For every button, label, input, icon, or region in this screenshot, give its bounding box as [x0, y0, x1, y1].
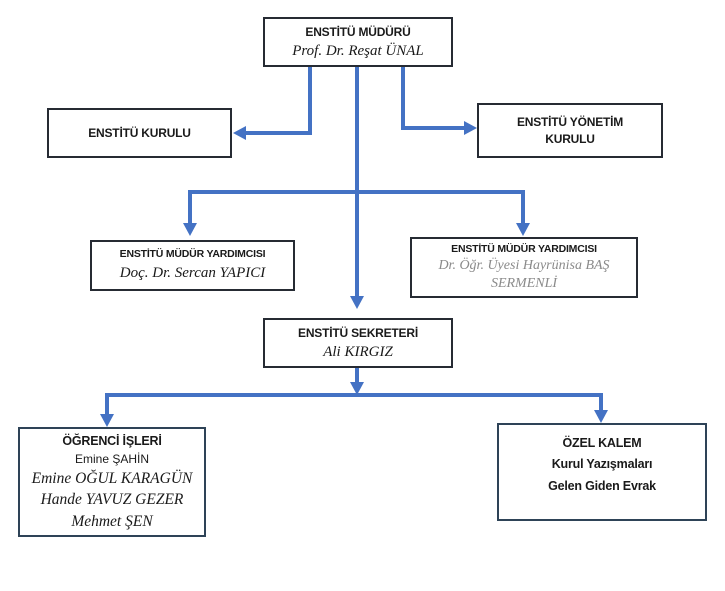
connector-center-trunk: [355, 67, 359, 296]
deputy-right-name: Dr. Öğr. Üyesi Hayrünisa BAŞ SERMENLİ: [438, 258, 610, 291]
arrowhead-to-institute-board-icon: [233, 126, 246, 140]
arrowhead-to-secretary-icon: [350, 296, 364, 309]
node-private-office: ÖZEL KALEM Kurul Yazışmaları Gelen Giden…: [497, 423, 707, 521]
connector-deputy-left-drop: [188, 190, 192, 223]
student-affairs-staff-1: Emine OĞUL KARAGÜN: [31, 469, 193, 487]
deputy-left-name: Doç. Dr. Sercan YAPICI: [119, 264, 266, 281]
private-office-line-2: Gelen Giden Evrak: [548, 478, 656, 493]
arrowhead-secretary-branch-icon: [350, 382, 364, 395]
connector-director-board-vertical: [308, 67, 312, 135]
arrowhead-to-private-office-icon: [594, 410, 608, 423]
secretary-name: Ali KIRGIZ: [323, 343, 393, 360]
secretary-title: ENSTİTÜ SEKRETERİ: [298, 325, 418, 340]
student-affairs-staff-plain: Emine ŞAHİN: [74, 451, 150, 466]
student-affairs-staff-2: Hande YAVUZ GEZER: [40, 491, 184, 509]
node-student-affairs: ÖĞRENCİ İŞLERİ Emine ŞAHİN Emine OĞUL KA…: [18, 427, 206, 537]
arrowhead-to-deputy-right-icon: [516, 223, 530, 236]
node-institute-board: ENSTİTÜ KURULU: [47, 108, 232, 158]
connector-deputy-right-drop: [521, 190, 525, 223]
management-board-title: ENSTİTÜ YÖNETİM KURULU: [516, 115, 624, 146]
node-management-board: ENSTİTÜ YÖNETİM KURULU: [477, 103, 663, 158]
node-secretary: ENSTİTÜ SEKRETERİ Ali KIRGIZ: [263, 318, 453, 368]
arrowhead-to-management-board-icon: [464, 121, 477, 135]
deputy-left-title: ENSTİTÜ MÜDÜR YARDIMCISI: [119, 248, 266, 261]
node-deputy-left: ENSTİTÜ MÜDÜR YARDIMCISI Doç. Dr. Sercan…: [90, 240, 295, 291]
connector-deputies-horizontal: [190, 190, 525, 194]
arrowhead-to-deputy-left-icon: [183, 223, 197, 236]
student-affairs-title: ÖĞRENCİ İŞLERİ: [62, 433, 162, 448]
node-deputy-right: ENSTİTÜ MÜDÜR YARDIMCISI Dr. Öğr. Üyesi …: [410, 237, 638, 298]
arrowhead-to-student-affairs-icon: [100, 414, 114, 427]
student-affairs-staff-3: Mehmet ŞEN: [71, 512, 153, 530]
private-office-line-1: Kurul Yazışmaları: [551, 457, 653, 472]
connector-director-mgmt-horizontal: [401, 126, 464, 130]
director-title: ENSTİTÜ MÜDÜRÜ: [305, 24, 411, 39]
connector-director-mgmt-vertical: [401, 67, 405, 130]
private-office-title: ÖZEL KALEM: [562, 436, 642, 451]
node-director: ENSTİTÜ MÜDÜRÜ Prof. Dr. Reşat ÜNAL: [263, 17, 453, 67]
institute-board-title: ENSTİTÜ KURULU: [88, 125, 191, 140]
connector-bottom-horizontal: [107, 393, 603, 397]
director-name: Prof. Dr. Reşat ÜNAL: [292, 42, 424, 59]
connector-student-affairs-drop: [105, 393, 109, 414]
deputy-right-title: ENSTİTÜ MÜDÜR YARDIMCISI: [451, 242, 597, 255]
connector-director-board-horizontal: [246, 131, 312, 135]
connector-secretary-drop: [355, 368, 359, 382]
connector-private-office-drop: [599, 393, 603, 410]
